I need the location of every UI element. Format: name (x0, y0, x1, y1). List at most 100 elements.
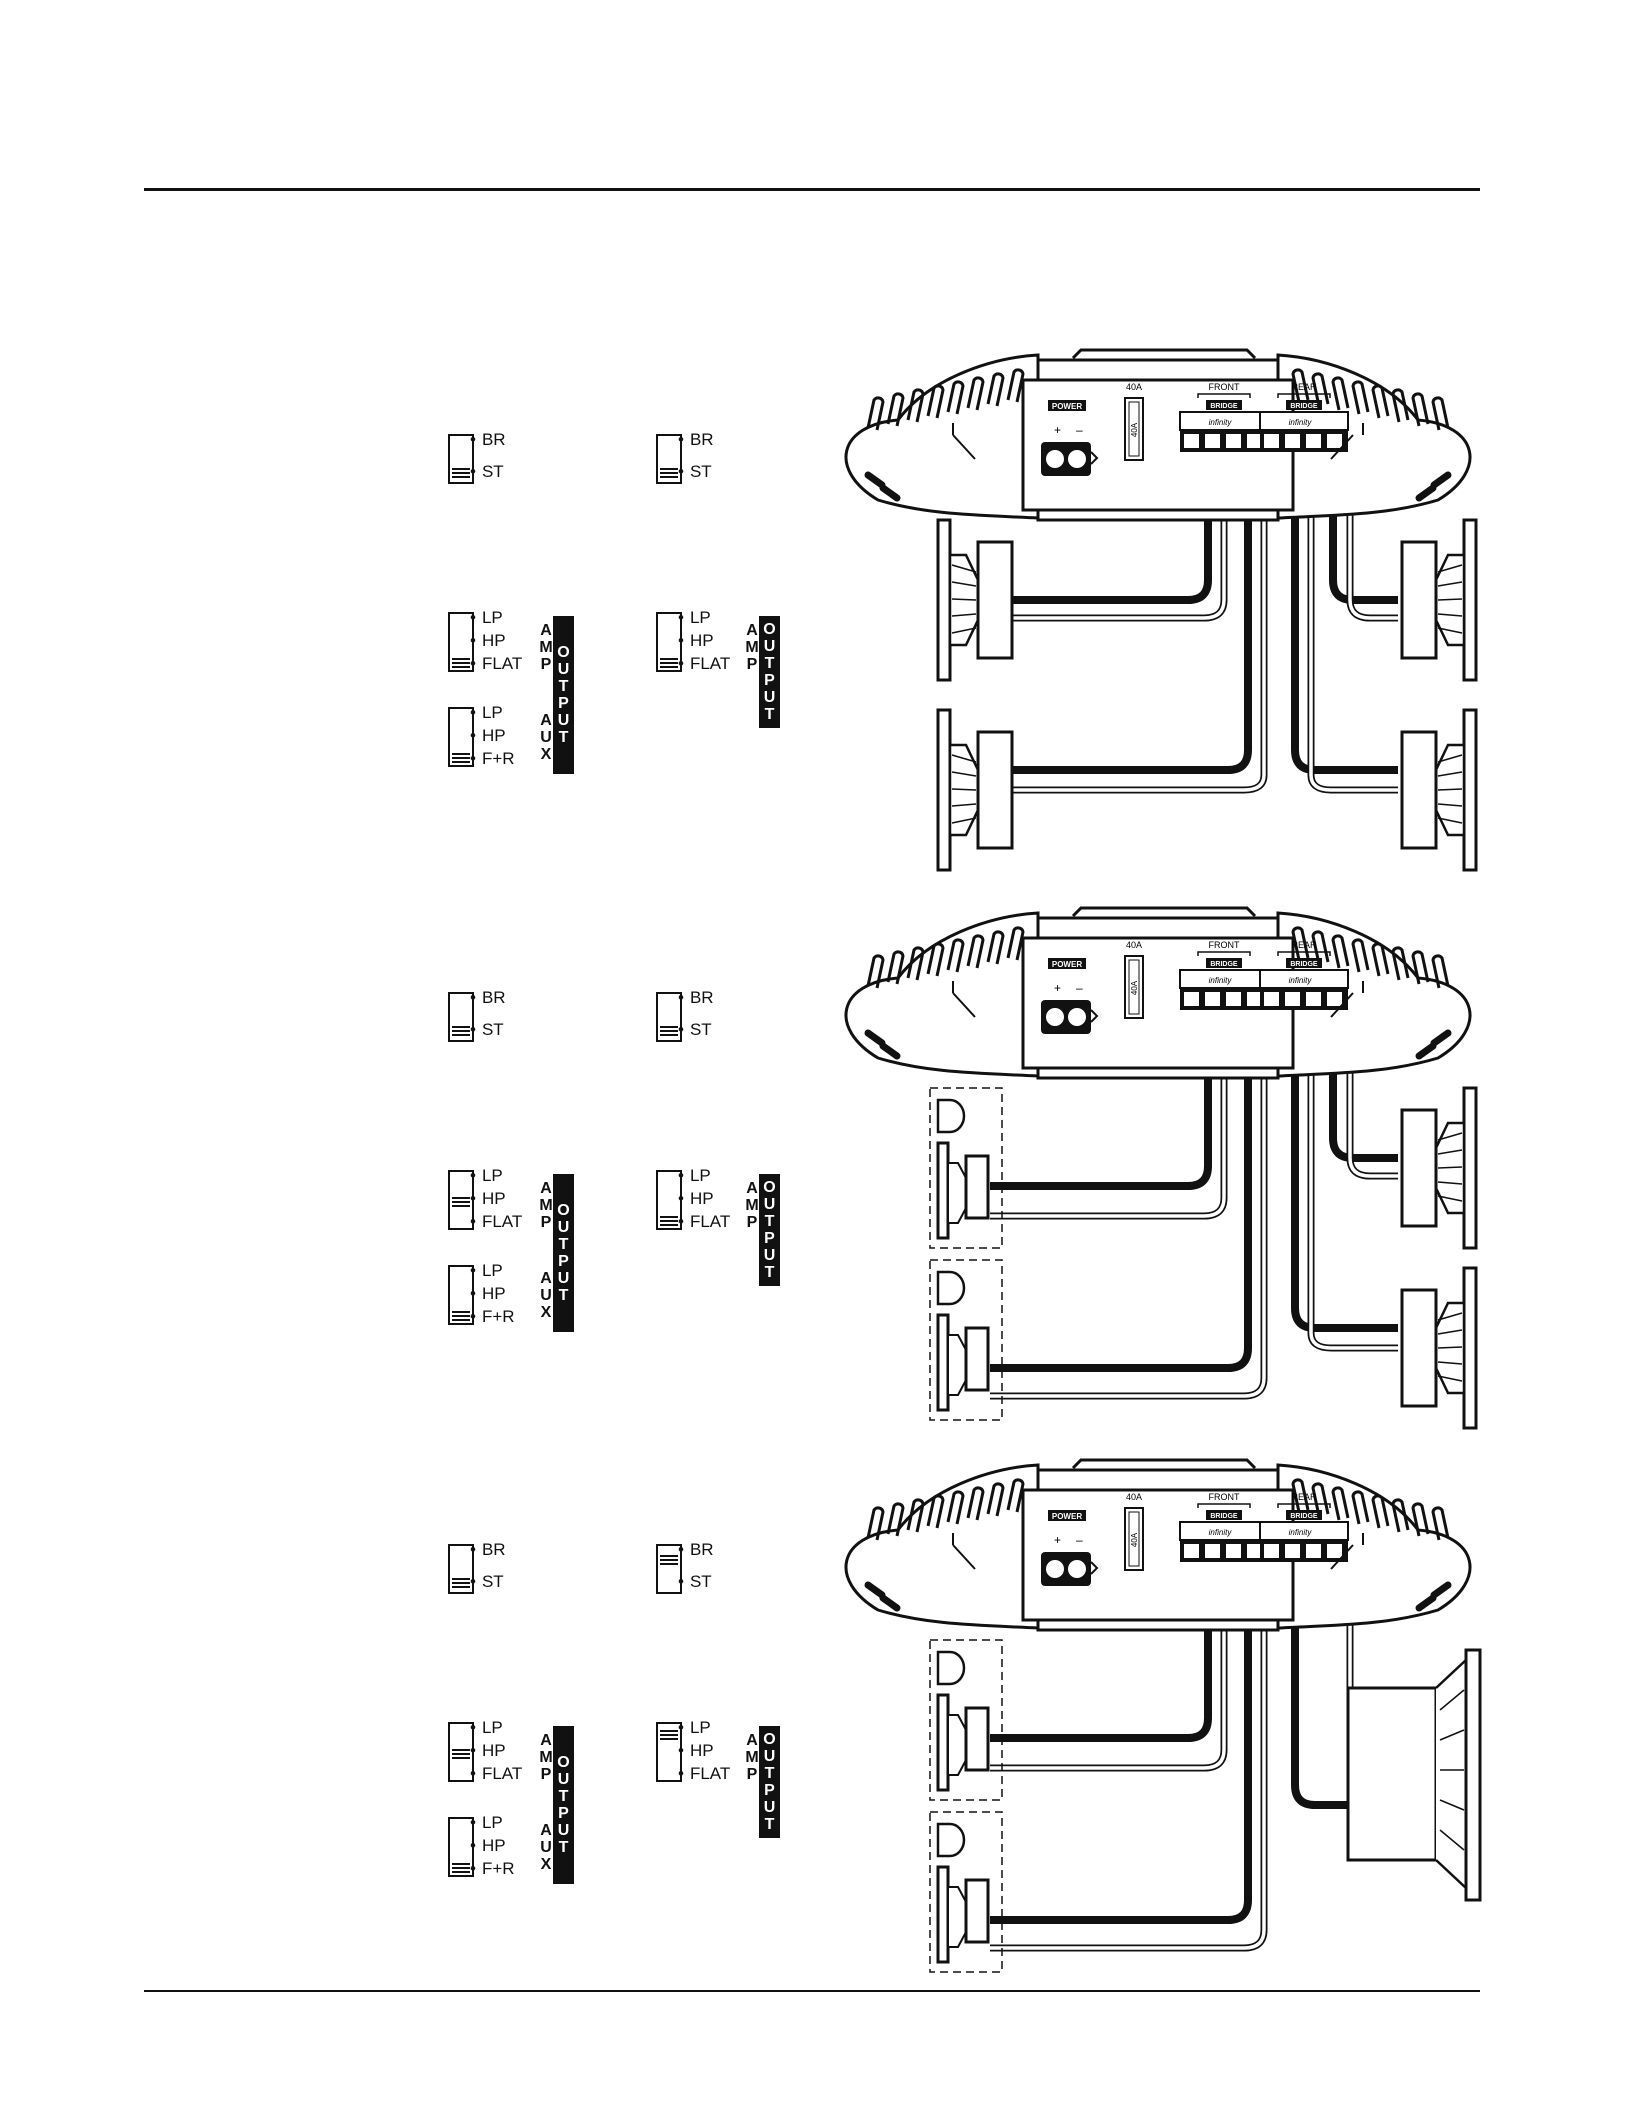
vertical-letter: A (540, 1270, 552, 1287)
front-label: FRONT (1209, 1492, 1240, 1502)
vertical-letter: A (540, 1732, 552, 1749)
power-minus-label: – (1076, 1533, 1083, 1547)
footer-rule (144, 1990, 1480, 1992)
switch-option-label: LP (470, 609, 503, 626)
vertical-letter: U (557, 1771, 570, 1788)
slide-switch-knob (452, 1862, 470, 1873)
vertical-letter: O (763, 1731, 776, 1748)
vertical-letter: U (557, 661, 570, 678)
vertical-letter: U (763, 689, 776, 706)
switch-option-label: HP (470, 1742, 506, 1759)
amplifier: POWER+–40A40AFRONTBRIDGEinfinityREARBRID… (844, 348, 1472, 522)
switch-option-label: BR (470, 1541, 506, 1558)
front-label: FRONT (1209, 382, 1240, 392)
slide-switch-knob (660, 1730, 678, 1741)
vertical-letter: U (557, 1822, 570, 1839)
slide-switch-knob (660, 657, 678, 668)
speaker-terminals (1260, 430, 1348, 452)
switch-option-label: FLAT (470, 655, 522, 672)
switch-option-label: LP (678, 609, 711, 626)
wiring-config-1: BRSTBRSTLPHPFLATLPHPF+RLPHPFLATAMPAUXOUT… (0, 348, 1632, 890)
power-label-bg (1048, 958, 1086, 969)
vertical-letter: M (745, 639, 759, 656)
switch-option-label: HP (678, 632, 714, 649)
switch-option-label: LP (678, 1167, 711, 1184)
vertical-letter: T (764, 1765, 775, 1782)
vertical-letter: T (764, 706, 775, 723)
power-label: POWER (1052, 402, 1082, 411)
switch-option-label: F+R (470, 1860, 515, 1877)
heatsink-left (844, 1463, 1040, 1630)
brand-logo: infinity (1209, 976, 1233, 985)
bridge-label: BRIDGE (1290, 403, 1318, 410)
fuse-label: 40A (1126, 1492, 1142, 1502)
speaker-magnet (1400, 540, 1438, 660)
vertical-letter: U (557, 1270, 570, 1287)
switch-option-label: FLAT (470, 1213, 522, 1230)
vertical-letter: U (557, 1219, 570, 1236)
vertical-letter: T (558, 1788, 569, 1805)
vertical-letter: P (746, 1214, 758, 1231)
bridge-label: BRIDGE (1210, 961, 1238, 968)
amplifier: POWER+–40A40AFRONTBRIDGEinfinityREARBRID… (844, 1458, 1472, 1632)
slide-switch-knob (660, 1215, 678, 1226)
power-label: POWER (1052, 960, 1082, 969)
component-set-front (929, 1087, 1003, 1249)
slide-switch-knob (452, 1577, 470, 1588)
slide-switch-knob (452, 657, 470, 668)
vertical-letter: T (764, 1213, 775, 1230)
slide-switch-knob (452, 1749, 470, 1759)
vertical-letter: U (763, 1748, 776, 1765)
speaker-wire-positive (958, 450, 1212, 604)
vertical-letter: T (558, 1287, 569, 1304)
switch-option-label: LP (470, 1262, 503, 1279)
slide-switch-knob (660, 467, 678, 478)
power-label-bg (1048, 400, 1086, 411)
vertical-letter: T (764, 1264, 775, 1281)
power-plus-label: + (1054, 981, 1061, 995)
switch-option-label: HP (470, 1837, 506, 1854)
speaker-terminals (1180, 988, 1268, 1010)
wiring-diagram: POWER+–40A40AFRONTBRIDGEinfinityREARBRID… (844, 906, 1478, 1430)
vertical-letter: A (540, 1180, 552, 1197)
vertical-letter: P (558, 1805, 569, 1822)
heatsink-left (844, 353, 1040, 520)
fuse-inner-label: 40A (1130, 1532, 1139, 1547)
switch-option-label: ST (470, 1021, 504, 1038)
vertical-letter: A (540, 712, 552, 729)
switch-option-label: HP (470, 632, 506, 649)
vertical-letter: T (764, 655, 775, 672)
speaker-wire-positive (958, 450, 1252, 774)
vertical-letter: P (764, 1230, 775, 1247)
vertical-letter: A (746, 1180, 758, 1197)
switch-option-label: ST (678, 1573, 712, 1590)
amplifier: POWER+–40A40AFRONTBRIDGEinfinityREARBRID… (844, 906, 1472, 1080)
woofer-magnet (964, 1154, 990, 1220)
speaker-wire-positive (1291, 1008, 1398, 1332)
brand-logo: infinity (1289, 976, 1313, 985)
vertical-letter: U (763, 1247, 776, 1264)
brand-logo: infinity (1289, 418, 1313, 427)
tweeter (936, 1650, 966, 1686)
switch-option-label: BR (470, 431, 506, 448)
vertical-letter: T (764, 1816, 775, 1833)
vertical-letter: A (746, 622, 758, 639)
vertical-letter: X (540, 1304, 552, 1321)
switch-option-label: BR (470, 989, 506, 1006)
switch-option-label: HP (470, 727, 506, 744)
woofer-magnet (964, 1326, 990, 1392)
switch-option-label: FLAT (678, 1213, 730, 1230)
switch-option-label: HP (470, 1285, 506, 1302)
speaker-rear-right (1400, 708, 1478, 872)
slide-switch-knob (660, 1025, 678, 1036)
heatsink-left (844, 911, 1040, 1078)
power-plus-label: + (1054, 1533, 1061, 1547)
